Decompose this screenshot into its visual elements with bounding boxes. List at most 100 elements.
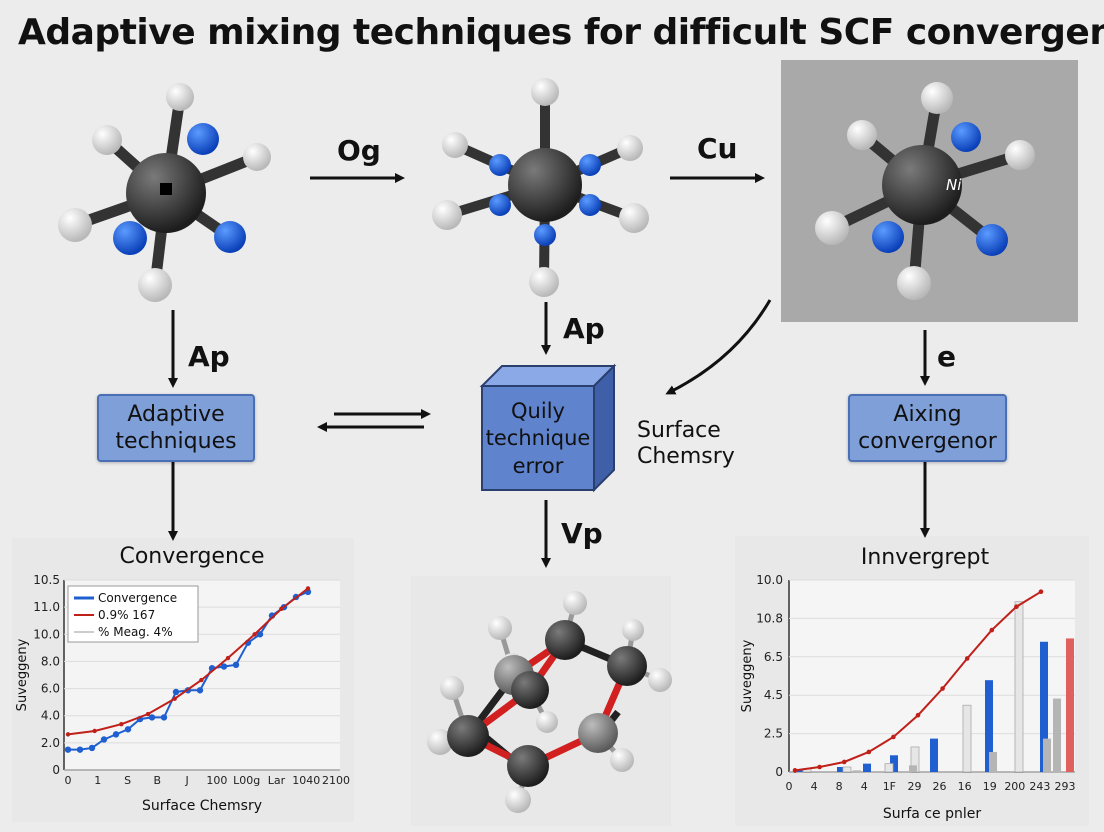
bar-blue <box>930 738 938 772</box>
trend-point <box>1014 604 1019 610</box>
x-tick-label: 200 <box>1004 780 1025 793</box>
legend-label: 0.9% 167 <box>98 608 155 622</box>
data-point <box>172 688 180 696</box>
box-adaptive-techniques: Adaptive techniques <box>97 394 255 462</box>
trend-point <box>964 656 970 661</box>
x-tick-label: 29 <box>907 780 921 793</box>
bar-gray <box>853 770 861 772</box>
x-tick-label: 1F <box>883 780 896 793</box>
bar-red <box>1066 638 1074 772</box>
arrow-label-vp: Vp <box>561 517 603 550</box>
data-point <box>100 736 108 743</box>
x-tick-label: 0 <box>65 774 72 787</box>
x-tick-label: 293 <box>1055 780 1076 793</box>
x-tick-label: S <box>124 774 131 787</box>
x-tick-label: 1 <box>94 774 101 787</box>
y-tick-label: 4.0 <box>41 709 60 723</box>
molecule-bottom-ring <box>427 591 672 813</box>
x-axis-title: Surface Chemsry <box>142 798 262 814</box>
trend-point <box>940 686 945 691</box>
surface-chemistry-label: Surface Chemsry <box>637 418 735 470</box>
arrow-label-ap-center: Ap <box>563 312 605 345</box>
y-tick-label: 4.5 <box>764 688 783 702</box>
bar-blue <box>863 763 871 772</box>
x-tick-label: 16 <box>958 780 972 793</box>
bar-gray <box>1043 738 1051 772</box>
data-point <box>64 746 72 753</box>
molecule-top-right <box>815 82 1035 300</box>
y-tick-label: 0 <box>52 763 60 777</box>
bar-blue <box>985 680 993 772</box>
molecule-top-left <box>58 83 271 302</box>
data-point <box>119 721 124 727</box>
chart-right-title: Innvergrept <box>860 545 990 570</box>
x-tick-label: L00g <box>233 774 260 787</box>
bar-light <box>842 766 852 773</box>
trend-point <box>1038 589 1044 594</box>
x-tick-label: 26 <box>933 780 947 793</box>
trend-point <box>891 734 896 740</box>
data-point <box>172 696 177 701</box>
arrows <box>168 173 930 568</box>
data-point <box>92 728 97 734</box>
arrow-label-cu: Cu <box>697 132 738 165</box>
molecule-top-center <box>432 78 649 297</box>
bar-gray <box>909 765 917 772</box>
box-quily-technique-error: Quily technique error <box>485 399 591 478</box>
trend-point <box>817 764 822 770</box>
x-tick-label: 1040 <box>292 774 320 787</box>
data-point <box>279 606 284 612</box>
bar-blue <box>797 770 805 772</box>
x-tick-label: 4 <box>811 780 818 793</box>
molecule-atom-label: Ni <box>946 176 962 194</box>
y-tick-label: 10.8 <box>756 611 783 625</box>
x-tick-label: B <box>154 774 162 787</box>
y-tick-label: 6.0 <box>41 682 60 696</box>
data-point <box>65 732 71 737</box>
x-tick-label: 8 <box>836 780 843 793</box>
arrow-label-og: Og <box>337 134 381 167</box>
arrow-label-ap-left: Ap <box>188 340 230 373</box>
data-point <box>256 631 264 638</box>
bar-gray <box>989 751 997 772</box>
data-point <box>252 632 257 637</box>
box-aixing-convergenor: Aixing convergenor <box>848 394 1007 462</box>
data-point <box>76 746 84 753</box>
data-point <box>199 677 204 683</box>
y-tick-label: 10.0 <box>33 627 60 641</box>
y-tick-label: 10.5 <box>33 573 60 587</box>
series-line <box>67 587 309 736</box>
data-point <box>220 663 228 670</box>
x-axis-title: Surfa ce pnler <box>883 806 981 822</box>
x-tick-label: J <box>184 774 188 787</box>
data-point <box>112 731 120 738</box>
x-tick-label: 19 <box>983 780 997 793</box>
trend-point <box>841 759 847 765</box>
trend-point <box>792 768 798 773</box>
y-tick-label: 8.0 <box>41 654 60 668</box>
data-point <box>160 714 168 721</box>
data-point <box>232 661 240 669</box>
data-point <box>145 711 151 717</box>
x-tick-label: 2100 <box>322 774 350 787</box>
x-tick-label: 4 <box>861 780 868 793</box>
legend-label: Convergence <box>98 591 177 605</box>
trend-point <box>989 627 995 633</box>
error-cube <box>479 363 617 493</box>
data-point <box>148 714 156 721</box>
bar-blue <box>837 766 845 772</box>
x-tick-label: Lar <box>268 774 286 787</box>
page-title: Adaptive mixing techniques for difficult… <box>18 12 1104 53</box>
x-tick-label: 243 <box>1029 780 1050 793</box>
bar-blue <box>890 755 898 772</box>
y-tick-label: 2.0 <box>41 736 60 750</box>
data-point <box>225 655 231 661</box>
bar-light <box>1014 601 1024 773</box>
y-tick-label: 2.5 <box>764 727 783 741</box>
bar-blue <box>1040 641 1048 772</box>
bar-light <box>884 763 894 773</box>
y-tick-label: 10.0 <box>756 573 783 587</box>
